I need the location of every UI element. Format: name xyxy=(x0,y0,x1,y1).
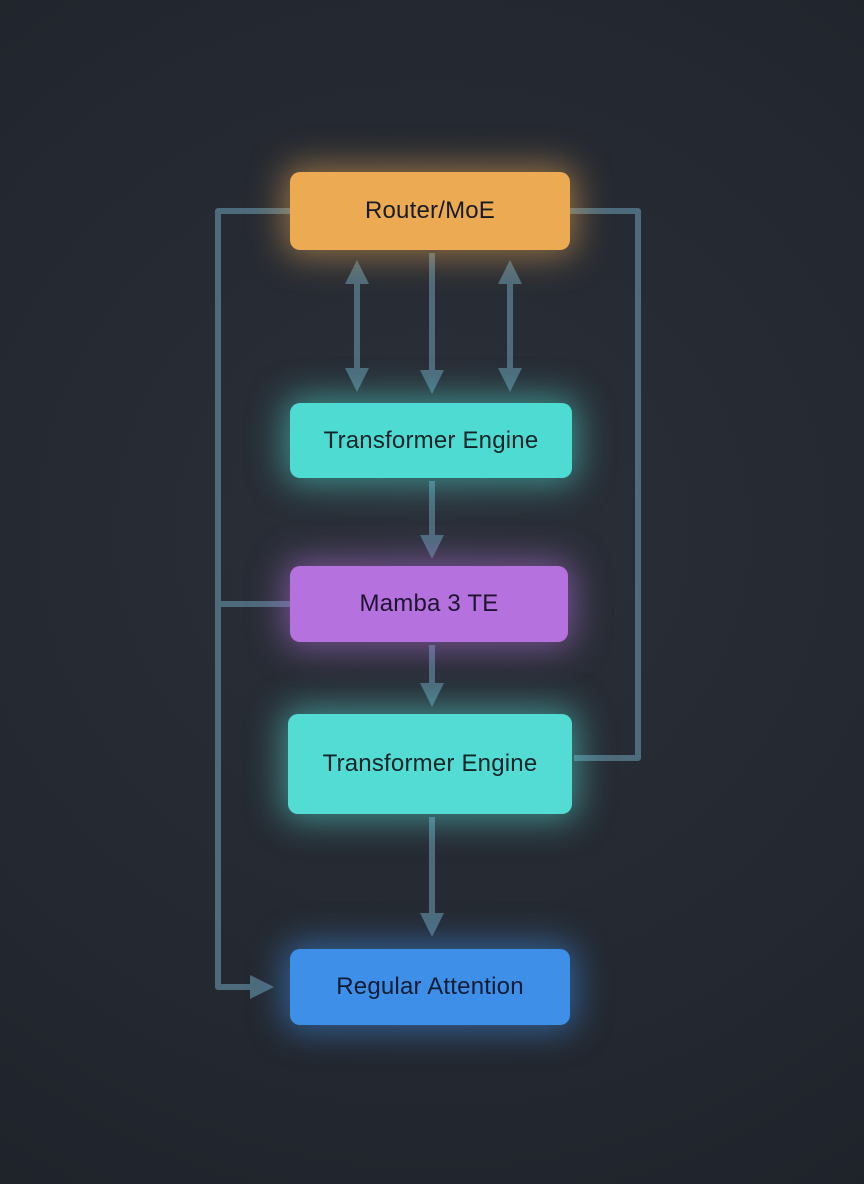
node-regular-attention: Regular Attention xyxy=(290,949,570,1025)
node-router-moe: Router/MoE xyxy=(290,172,570,250)
node-mamba-3-te: Mamba 3 TE xyxy=(290,566,568,642)
node-transformer-engine-1-label: Transformer Engine xyxy=(323,426,539,454)
edge-router-te2-right-bypass xyxy=(568,208,641,761)
edge-router-attention-left-bypass xyxy=(215,208,292,999)
node-transformer-engine-1: Transformer Engine xyxy=(290,403,572,478)
node-mamba-3-te-label: Mamba 3 TE xyxy=(359,590,499,617)
node-transformer-engine-2: Transformer Engine xyxy=(288,714,572,814)
node-transformer-engine-2-label: Transformer Engine xyxy=(322,750,538,777)
node-router-moe-label: Router/MoE xyxy=(364,197,496,224)
node-regular-attention-label: Regular Attention xyxy=(336,973,524,1000)
